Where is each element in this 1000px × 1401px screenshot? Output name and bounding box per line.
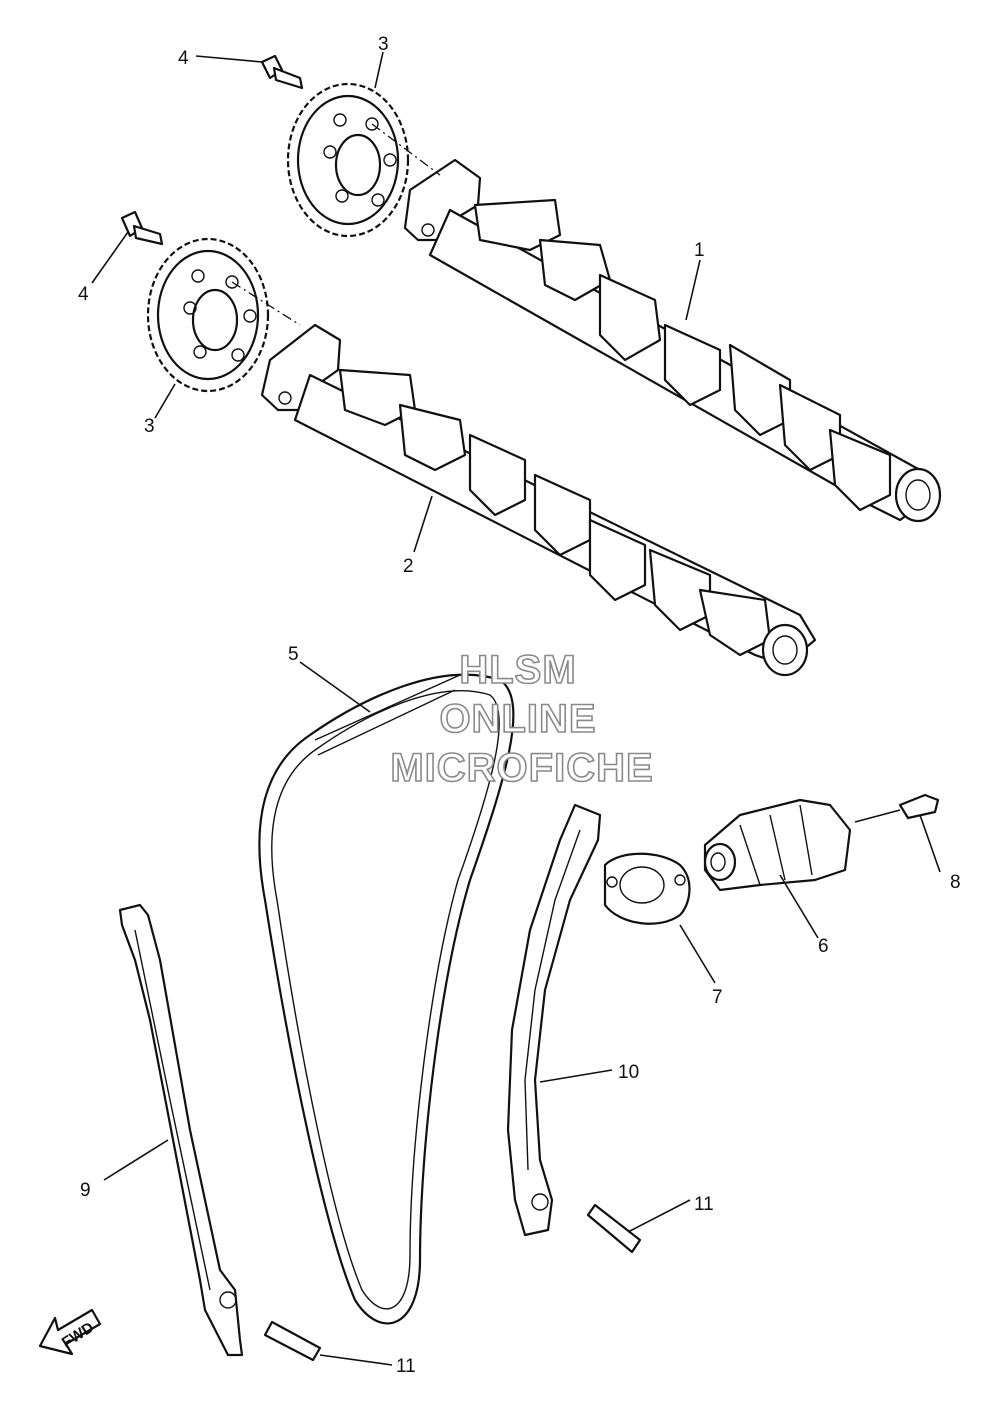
callout-11-left: 11 [396,1356,416,1377]
watermark-line-1: HLSM [459,648,576,692]
callout-5: 5 [288,644,299,665]
cam-sprocket-upper [286,82,441,238]
camshaft-upper [403,158,942,523]
callout-10: 10 [618,1062,639,1083]
leader-lines [91,51,941,1366]
timing-chain [258,673,515,1325]
watermark-line-3: MICROFICHE [390,746,653,790]
chain-tensioner [703,798,852,892]
pin-right [586,1203,642,1254]
bolt-upper [260,54,304,90]
callout-11-right: 11 [694,1194,714,1215]
callout-3-lower: 3 [144,416,155,437]
callout-7: 7 [712,987,723,1008]
callout-3-upper: 3 [378,34,389,55]
callout-1: 1 [694,240,705,261]
cam-sprocket-lower [146,237,301,393]
camshaft-lower [260,323,817,677]
tensioner-gasket [603,852,691,925]
callout-9: 9 [80,1180,91,1201]
watermark-line-2: ONLINE [439,697,596,741]
callout-4-upper: 4 [178,48,189,69]
callout-4-lower: 4 [78,284,89,305]
chain-guide-exhaust [118,903,244,1357]
fwd-arrow-icon: FWD [38,1308,102,1356]
callout-8: 8 [950,872,961,893]
callout-2: 2 [403,556,414,577]
bolt-lower [120,210,164,246]
tensioner-bolt [898,793,940,820]
pin-left [263,1320,322,1362]
chain-guide-intake [506,803,602,1237]
callout-6: 6 [818,936,829,957]
watermark: HLSM ONLINE MICROFICHE [390,647,654,791]
